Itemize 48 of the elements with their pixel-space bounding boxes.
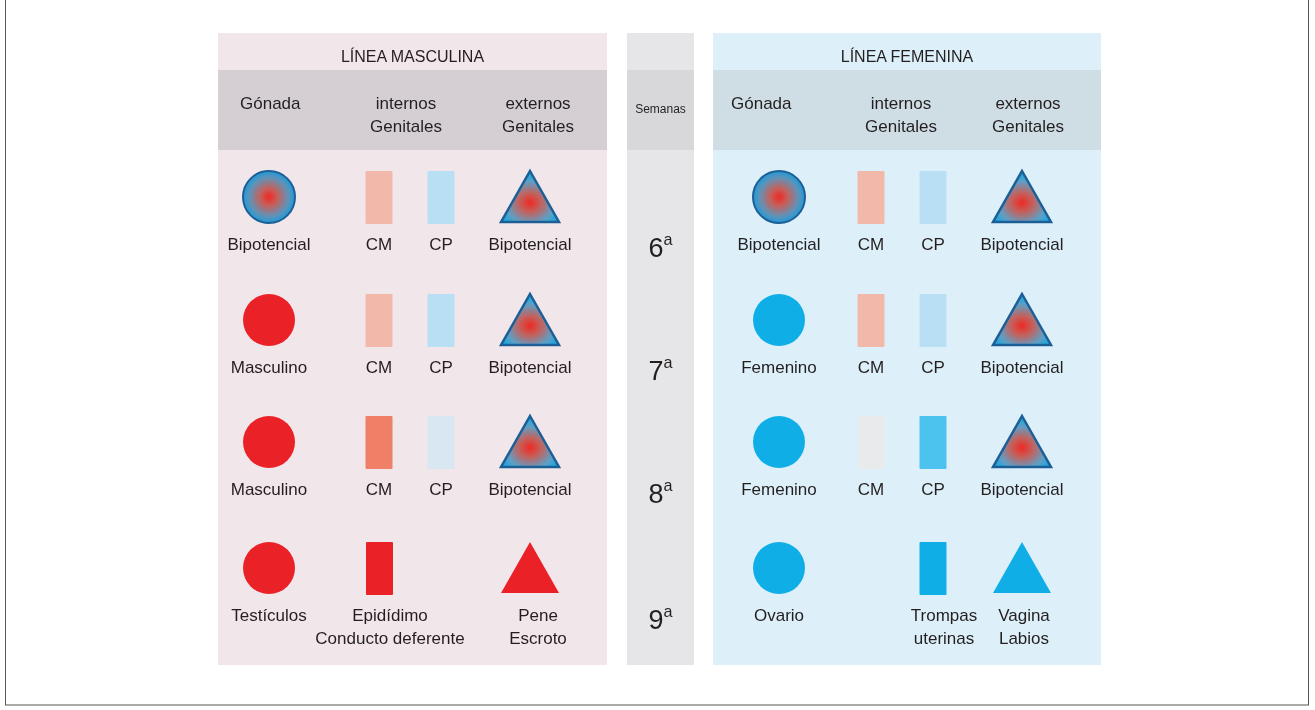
header-band xyxy=(713,70,1101,150)
week-number: 8$^{a}$ xyxy=(647,478,674,511)
symbol-label: CP xyxy=(428,234,454,256)
symbol-label: CP xyxy=(920,357,946,379)
symbol-label: Bipotencial xyxy=(487,357,573,379)
column-heading: Semanas xyxy=(634,101,687,117)
symbol-label: CM xyxy=(856,479,886,501)
panel-title: LÍNEA FEMENINA xyxy=(839,46,975,67)
symbol-label: Epidídimo Conducto deferente xyxy=(314,605,466,650)
symbol-label: Ovario xyxy=(752,605,806,627)
symbol-label: Bipotencial xyxy=(736,234,822,256)
symbol-label: Pene Escroto xyxy=(508,605,568,650)
symbol-label: CM xyxy=(364,234,394,256)
symbol-label: CM xyxy=(856,234,886,256)
symbol-label: Vagina Labios xyxy=(997,605,1051,650)
week-number: 7$^{a}$ xyxy=(647,355,674,388)
column-heading: internos Genitales xyxy=(369,93,443,138)
weeks-column xyxy=(627,33,694,665)
symbol-label: CP xyxy=(920,234,946,256)
week-number: 9$^{a}$ xyxy=(647,604,674,637)
header-band xyxy=(218,70,607,150)
column-heading: Gónada xyxy=(731,93,793,115)
symbol-label: CM xyxy=(364,357,394,379)
column-heading: externos Genitales xyxy=(501,93,575,138)
symbol-label: Bipotencial xyxy=(979,479,1065,501)
symbol-label: Masculino xyxy=(229,479,309,501)
symbol-label: Masculino xyxy=(229,357,309,379)
lineage-panel xyxy=(713,33,1101,665)
symbol-label: CP xyxy=(920,479,946,501)
symbol-label: Testículos xyxy=(230,605,308,627)
symbol-label: Femenino xyxy=(740,357,818,379)
symbol-label: Bipotencial xyxy=(979,357,1065,379)
lineage-panel xyxy=(218,33,607,665)
symbol-label: CP xyxy=(428,479,454,501)
column-heading: Gónada xyxy=(240,93,302,115)
column-heading: externos Genitales xyxy=(991,93,1065,138)
symbol-label: CP xyxy=(428,357,454,379)
symbol-label: Bipotencial xyxy=(226,234,312,256)
symbol-label: Trompas uterinas xyxy=(909,605,979,650)
panel-title: LÍNEA MASCULINA xyxy=(339,46,486,67)
symbol-label: Bipotencial xyxy=(979,234,1065,256)
week-number: 6$^{a}$ xyxy=(647,232,674,265)
symbol-label: CM xyxy=(856,357,886,379)
symbol-label: CM xyxy=(364,479,394,501)
symbol-label: Bipotencial xyxy=(487,479,573,501)
symbol-label: Bipotencial xyxy=(487,234,573,256)
column-heading: internos Genitales xyxy=(864,93,938,138)
symbol-label: Femenino xyxy=(740,479,818,501)
